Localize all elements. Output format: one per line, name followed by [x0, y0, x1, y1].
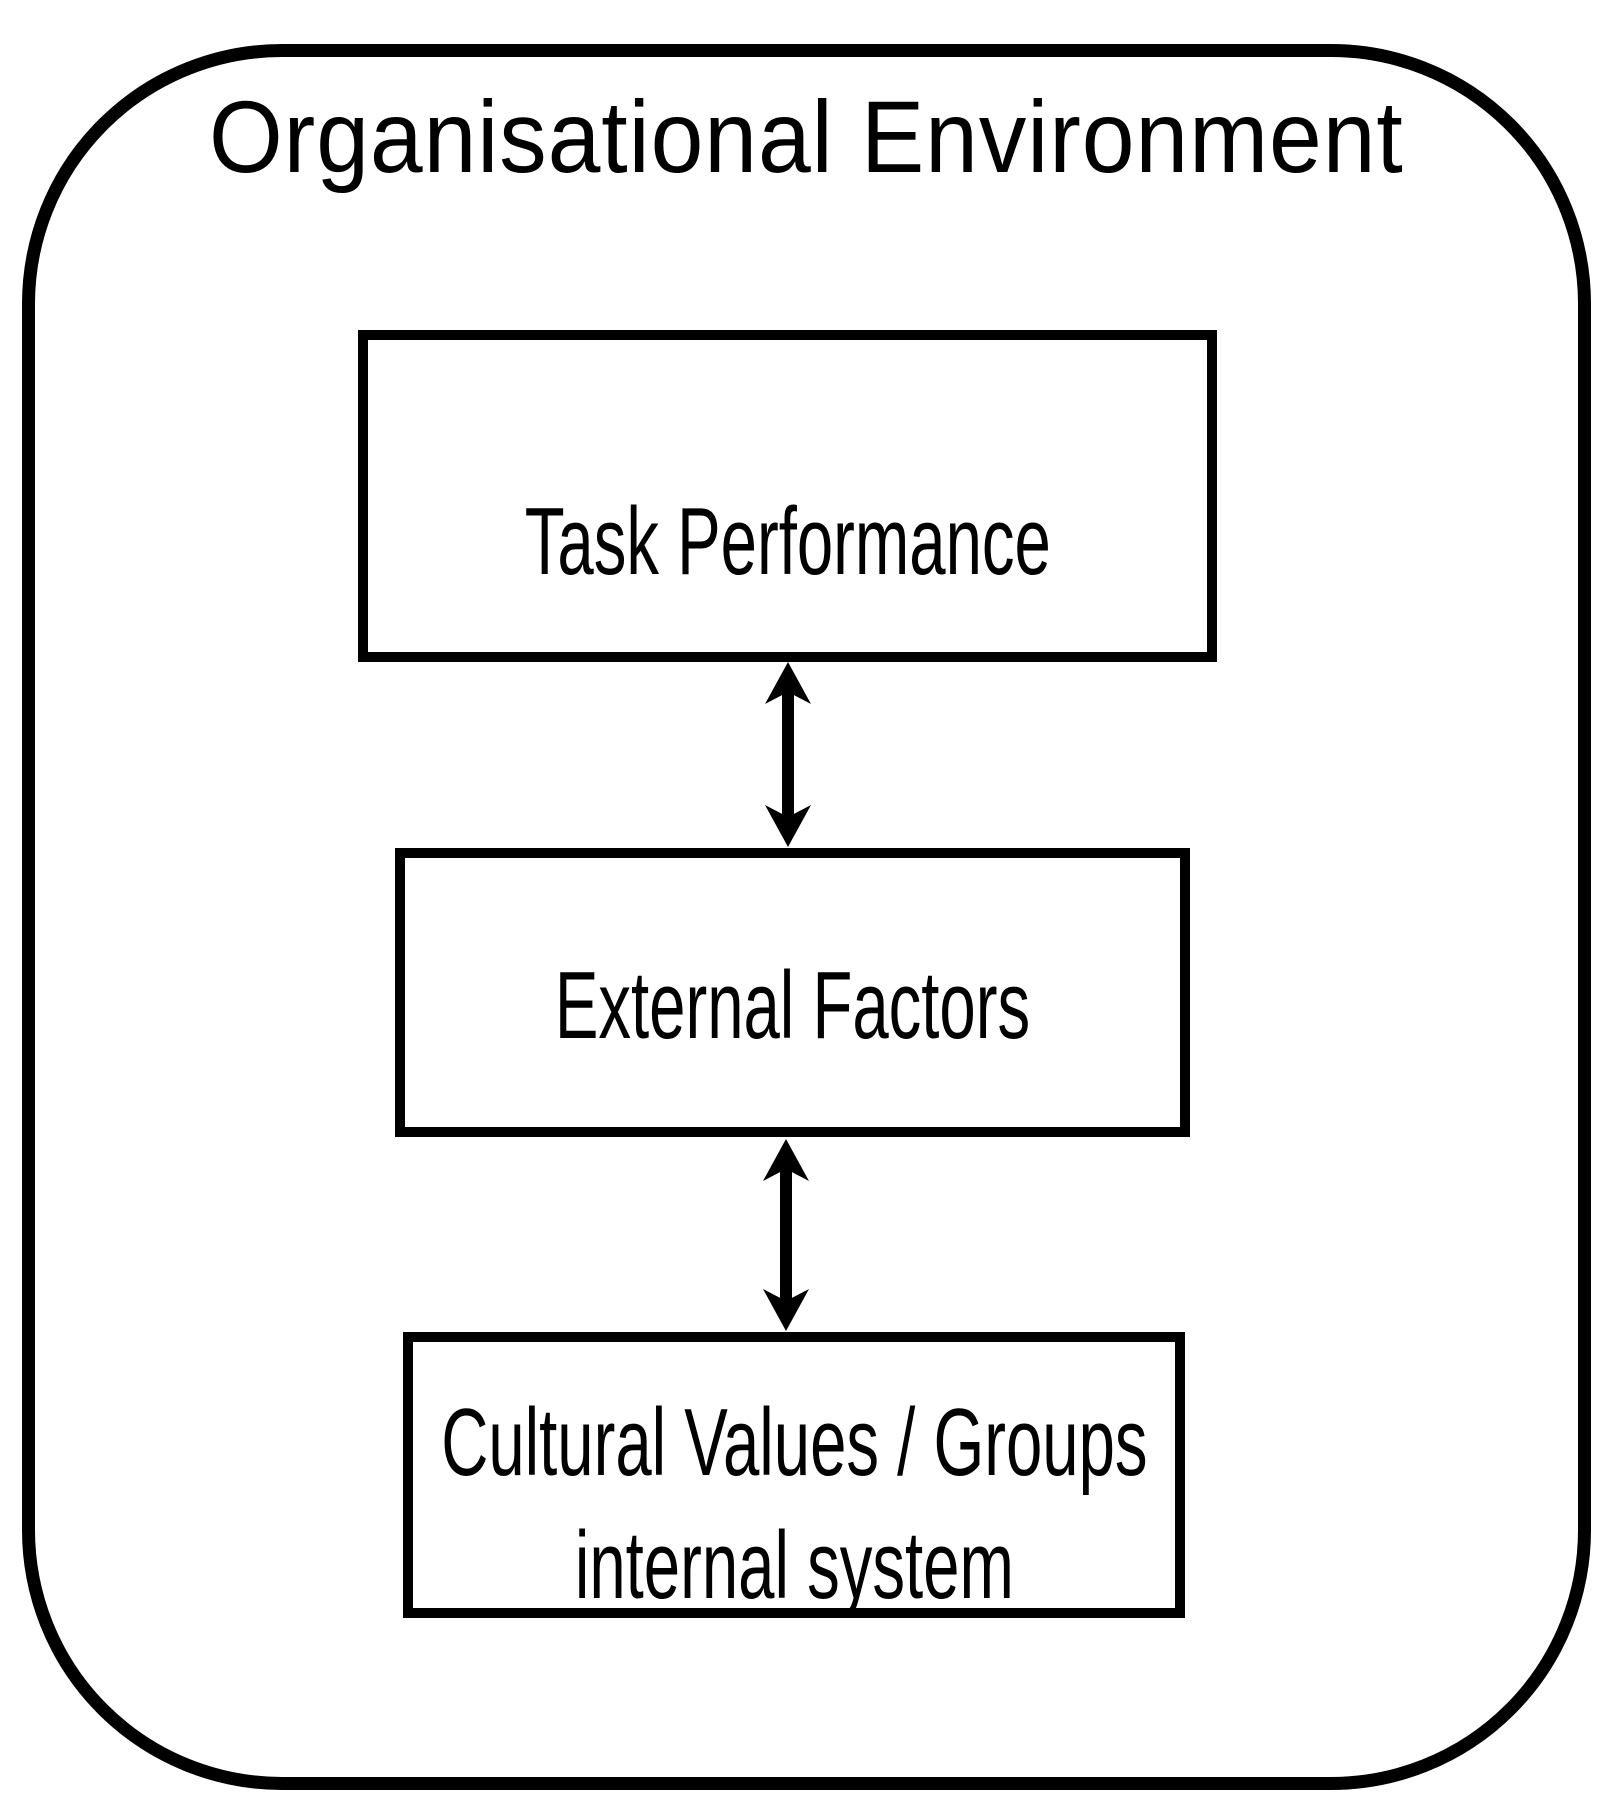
node-cultural-values-line1: Cultural Values / Groups	[440, 1389, 1148, 1497]
double-arrow-external-cultural	[756, 1138, 816, 1332]
arrow-shaft	[780, 1164, 792, 1306]
arrowhead-down	[765, 805, 811, 847]
double-arrow-icon	[763, 1139, 809, 1331]
node-cultural-values: Cultural Values / Groups internal system	[403, 1332, 1185, 1619]
node-external-factors-label: External Factors	[554, 952, 1031, 1060]
arrowhead-up	[763, 1139, 809, 1181]
double-arrow-task-external	[758, 661, 818, 848]
diagram-title: Organisational Environment	[22, 86, 1591, 188]
node-cultural-values-line2: internal system	[574, 1512, 1014, 1619]
diagram-title-text: Organisational Environment	[209, 80, 1404, 194]
node-cultural-values-label: Cultural Values / Groups internal system	[441, 1382, 1147, 1628]
node-task-performance: Task Performance	[358, 330, 1217, 662]
arrowhead-down	[763, 1289, 809, 1331]
double-arrow-icon	[765, 662, 811, 847]
node-external-factors: External Factors	[395, 848, 1190, 1137]
arrowhead-up	[765, 662, 811, 704]
arrow-shaft	[782, 687, 794, 822]
node-task-performance-label: Task Performance	[524, 487, 1051, 595]
